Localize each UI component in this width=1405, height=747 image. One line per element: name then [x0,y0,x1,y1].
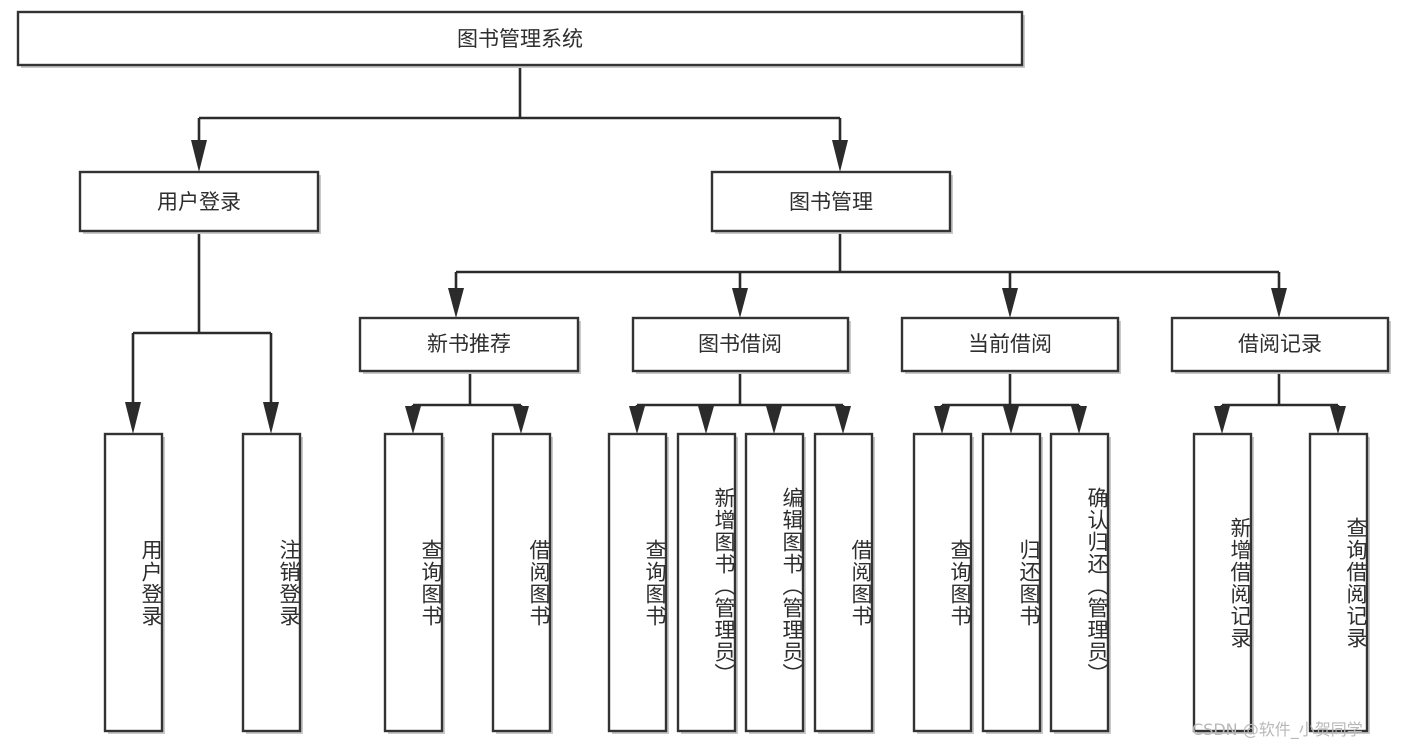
arrow-head-user-login [191,140,207,172]
leaf-borrow-book-1-box[interactable] [491,432,552,733]
arrow-head-leaf-query-book-2 [629,406,645,434]
leaf-user-login-box[interactable] [103,432,164,733]
leaf-query-book-1-box[interactable] [383,432,444,733]
node-user-login-label: 用户登录 [157,190,241,214]
node-book-management-box[interactable] [710,170,952,233]
arrow-head-borrow-record [1271,288,1287,318]
arrow-head-leaf-return-book [1003,406,1019,434]
arrow-head-leaf-query-book-1 [405,406,421,434]
connector-group-user-login [125,233,279,434]
arrow-head-leaf-add-book [698,406,714,434]
node-user-login-box[interactable] [78,170,320,233]
connector-group-current-borrow [934,374,1087,434]
connector-group-new-book-recommend [405,374,529,434]
leaf-logout-login-box[interactable] [241,432,302,733]
arrow-head-leaf-borrow-book-2 [835,406,851,434]
arrow-head-leaf-confirm-return [1071,406,1087,434]
arrow-head-leaf-borrow-book-1 [513,406,529,434]
leaf-query-book-3-box[interactable] [912,432,973,733]
node-system-root[interactable]: 图书管理系统 [16,10,1025,68]
connector-group-book-borrow [629,374,851,434]
arrow-head-leaf-add-record [1214,406,1230,434]
leaf-borrow-book-2-box[interactable] [813,432,874,733]
arrow-head-leaf-edit-book [766,406,782,434]
arrow-head-leaf-query-record [1330,406,1346,434]
node-system-root-label: 图书管理系统 [457,27,583,51]
node-book-borrow-label: 图书借阅 [698,332,782,356]
node-current-borrow-label: 当前借阅 [968,332,1052,356]
node-current-borrow-box[interactable] [900,316,1120,373]
node-new-book-recommend-label: 新书推荐 [427,332,511,356]
connector-group-root [191,66,848,172]
node-borrow-record-box[interactable] [1170,316,1390,373]
node-book-management[interactable]: 图书管理 [710,170,953,234]
arrow-head-current-borrow [1002,288,1018,318]
arrow-head-leaf-query-book-3 [934,406,950,434]
leaf-edit-book-box[interactable] [744,432,805,733]
node-current-borrow[interactable]: 当前借阅 [900,316,1121,374]
node-book-borrow[interactable]: 图书借阅 [631,316,851,374]
node-book-borrow-box[interactable] [631,316,850,373]
csdn-watermark: CSDN @软件_小贺同学 [1192,720,1363,739]
leaf-box-group [103,432,1370,734]
leaf-add-record-box[interactable] [1192,432,1253,733]
connector-group-borrow-record [1214,374,1346,434]
leaf-add-book-box[interactable] [676,432,737,733]
leaf-query-book-2-box[interactable] [607,432,668,733]
arrow-head-book-management [832,140,848,172]
arrow-head-leaf-logout-login [263,402,279,434]
node-book-management-label: 图书管理 [789,190,873,214]
connector-group-book-management [448,233,1287,318]
leaf-query-record-box[interactable] [1308,432,1369,733]
node-new-book-recommend-box[interactable] [358,316,580,373]
node-borrow-record-label: 借阅记录 [1238,332,1322,356]
leaf-confirm-return-box[interactable] [1049,432,1110,733]
node-user-login[interactable]: 用户登录 [78,170,321,234]
arrow-head-leaf-user-login [125,402,141,434]
node-system-root-box[interactable] [16,10,1024,67]
arrow-head-new-book-recommend [448,288,464,318]
node-new-book-recommend[interactable]: 新书推荐 [358,316,581,374]
node-borrow-record[interactable]: 借阅记录 [1170,316,1391,374]
leaf-return-book-box[interactable] [981,432,1042,733]
arrow-head-book-borrow [732,288,748,318]
